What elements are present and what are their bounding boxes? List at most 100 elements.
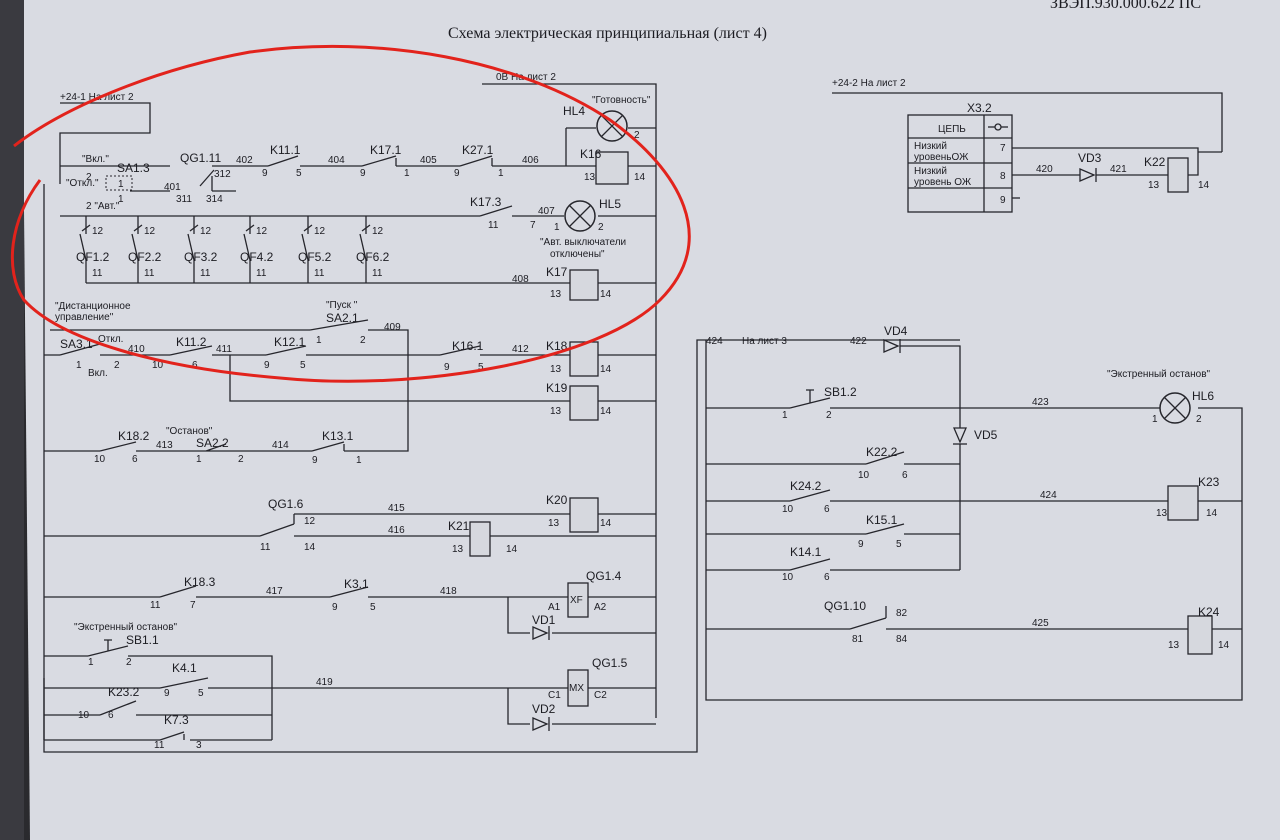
svg-text:405: 405 [420, 155, 437, 166]
tb-row-3-pin: 9 [1000, 195, 1006, 206]
svg-text:K7.3: K7.3 [164, 713, 189, 727]
svg-text:VD2: VD2 [532, 702, 556, 716]
svg-text:1: 1 [118, 179, 124, 190]
svg-text:84: 84 [896, 634, 908, 645]
breaker-pin-bottom: 11 [256, 268, 267, 279]
svg-text:1: 1 [196, 454, 202, 465]
svg-text:417: 417 [266, 586, 283, 597]
coil-k17 [569, 269, 599, 301]
tb-row-0-label: ЦЕПЬ [938, 124, 966, 135]
paper-sheet [22, 0, 1280, 840]
svg-text:управление": управление" [55, 312, 114, 323]
svg-text:401: 401 [164, 182, 181, 193]
svg-text:2: 2 [238, 454, 244, 465]
switch-sa22: "Останов" SA2.2 1 2 [166, 426, 244, 465]
svg-text:5: 5 [478, 362, 484, 373]
svg-text:C2: C2 [594, 690, 607, 701]
tb-row-1-label2: уровеньОЖ [914, 152, 969, 163]
contacts: QG1.11 312 311 314 K11.1 9 5 K17.1 9 1 K… [78, 143, 908, 751]
hl5-caption1: "Авт. выключатели [540, 237, 626, 248]
svg-text:"Экстренный останов": "Экстренный останов" [74, 622, 178, 633]
svg-text:K21: K21 [448, 519, 470, 533]
diode-vd4: VD4 [883, 324, 908, 353]
svg-text:K19: K19 [546, 381, 568, 395]
svg-text:3: 3 [196, 740, 202, 751]
svg-text:1: 1 [356, 455, 362, 466]
svg-text:1: 1 [404, 168, 410, 179]
breaker-pin-top: 12 [92, 226, 104, 237]
hl4-name: HL4 [563, 104, 585, 118]
svg-text:14: 14 [1206, 508, 1218, 519]
svg-text:+24-2 На лист 2: +24-2 На лист 2 [832, 78, 906, 89]
svg-text:K13.1: K13.1 [322, 429, 354, 443]
svg-text:13: 13 [1148, 180, 1160, 191]
svg-text:QG1.6: QG1.6 [268, 497, 304, 511]
coil-qg15 [567, 669, 589, 707]
svg-text:1: 1 [88, 657, 94, 668]
svg-text:K27.1: K27.1 [462, 143, 494, 157]
svg-text:14: 14 [304, 542, 316, 553]
svg-text:K18: K18 [546, 339, 568, 353]
svg-text:5: 5 [370, 602, 376, 613]
svg-text:SA1.3: SA1.3 [117, 161, 150, 175]
svg-text:K24.2: K24.2 [790, 479, 822, 493]
svg-text:10: 10 [782, 572, 794, 583]
red-annotation-ellipse [10, 44, 691, 383]
svg-text:2: 2 [126, 657, 132, 668]
switch-sb12: SB1.2 1 2 [782, 385, 857, 421]
coil-k22 [1167, 157, 1189, 193]
svg-text:413: 413 [156, 440, 173, 451]
svg-text:419: 419 [316, 677, 333, 688]
breaker-pin-top: 12 [256, 226, 268, 237]
svg-text:QG1.10: QG1.10 [824, 599, 866, 613]
breakers: QF1.21211QF2.21211QF3.21211QF4.21211QF5.… [76, 224, 390, 279]
svg-text:14: 14 [1198, 180, 1210, 191]
tb-row-2-pin: 8 [1000, 171, 1006, 182]
hl6-caption: "Экстренный останов" [1107, 369, 1211, 380]
svg-text:421: 421 [1110, 164, 1127, 175]
coil-k21 [469, 521, 491, 557]
lamp-hl4: HL4 "Готовность" 2 [563, 95, 651, 142]
svg-text:SB1.2: SB1.2 [824, 385, 857, 399]
svg-text:"Дистанционное: "Дистанционное [55, 301, 131, 312]
svg-text:14: 14 [600, 406, 612, 417]
diode-vd1: VD1 [532, 613, 556, 640]
svg-text:K11.1: K11.1 [270, 143, 301, 157]
hl6-name: HL6 [1192, 389, 1214, 403]
switch-sa21: "Пуск " SA2.1 1 2 [309, 300, 369, 346]
coil-k16 [595, 151, 629, 185]
svg-text:2: 2 [360, 335, 366, 346]
breaker-label: QF6.2 [356, 250, 390, 264]
tb-row-2-label2: уровень ОЖ [914, 177, 972, 188]
svg-text:9: 9 [264, 360, 270, 371]
svg-text:"Останов": "Останов" [166, 426, 213, 437]
svg-text:6: 6 [902, 470, 908, 481]
svg-text:VD1: VD1 [532, 613, 556, 627]
svg-text:K14.1: K14.1 [790, 545, 822, 559]
svg-text:K16: K16 [580, 147, 602, 161]
svg-text:A1: A1 [548, 602, 561, 613]
svg-text:10: 10 [152, 360, 164, 371]
svg-text:K18.2: K18.2 [118, 429, 150, 443]
svg-text:13: 13 [1168, 640, 1180, 651]
svg-text:K18.3: K18.3 [184, 575, 216, 589]
doc-code: ЗВЭП.930.000.622 ПС [1050, 0, 1201, 12]
svg-text:9: 9 [164, 688, 170, 699]
svg-text:13: 13 [550, 364, 562, 375]
diodes: VD1 VD2 VD3 VD4 VD5 [532, 151, 1102, 731]
svg-text:SA3.1: SA3.1 [60, 337, 93, 351]
svg-text:"Вкл.": "Вкл." [82, 154, 109, 165]
diode-vd3: VD3 [1078, 151, 1102, 182]
breaker-label: QF3.2 [184, 250, 218, 264]
diode-vd2: VD2 [532, 702, 556, 731]
svg-text:13: 13 [550, 406, 562, 417]
hl4-pin2: 2 [634, 130, 640, 141]
svg-text:10: 10 [78, 710, 90, 721]
svg-text:7: 7 [530, 220, 536, 231]
svg-text:K15.1: K15.1 [866, 513, 898, 527]
svg-text:406: 406 [522, 155, 539, 166]
hl6-pin1: 1 [1152, 414, 1158, 425]
svg-text:6: 6 [132, 454, 138, 465]
lamp-hl6: HL6 "Экстренный останов" 1 2 [1107, 369, 1214, 425]
